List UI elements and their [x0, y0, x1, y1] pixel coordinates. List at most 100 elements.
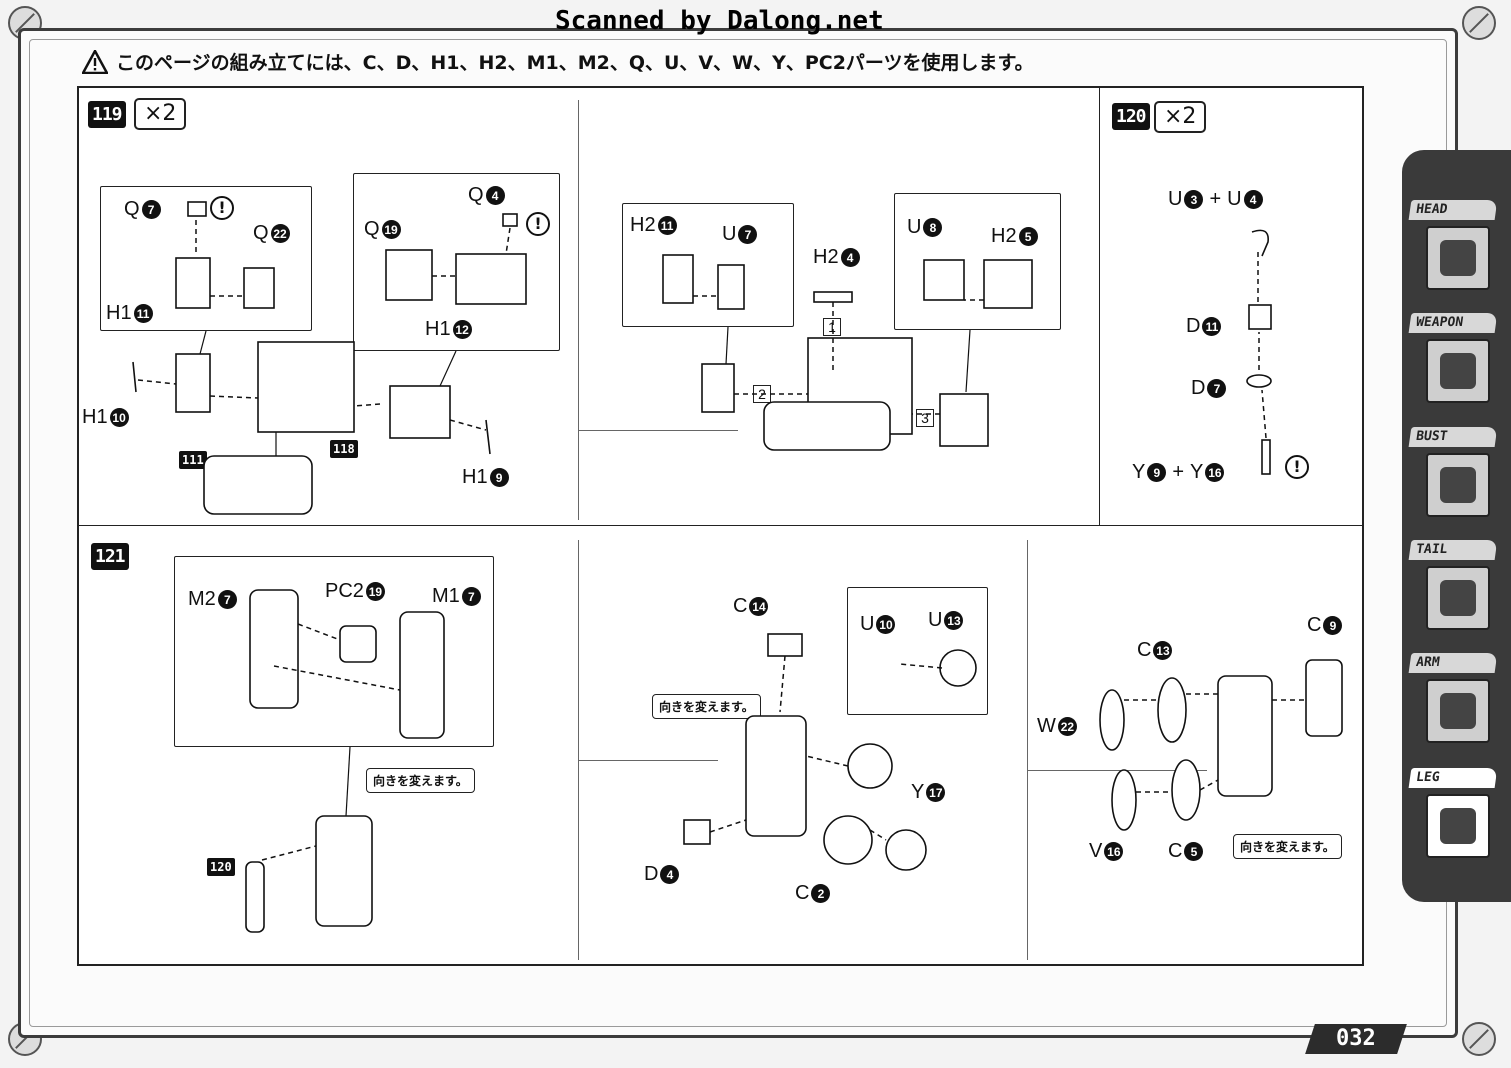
tab-tail[interactable]: TAIL — [1408, 540, 1510, 630]
part-u7 — [717, 264, 745, 310]
part-w22 — [1099, 689, 1125, 751]
part-h2-4 — [813, 291, 853, 303]
tab-label: BUST — [1408, 427, 1498, 447]
tab-arm[interactable]: ARM — [1408, 653, 1510, 743]
part-pc2-19 — [339, 625, 377, 663]
part-m2-7 — [249, 589, 299, 709]
tab-bust[interactable]: BUST — [1408, 427, 1510, 517]
part-h2-11-assembled — [701, 363, 735, 413]
tail-icon — [1426, 566, 1490, 630]
part-h2-5-assembled — [939, 393, 989, 447]
part-leg-center — [745, 715, 807, 837]
part-toes — [763, 401, 891, 451]
corner-bolt-icon — [1462, 1022, 1496, 1056]
tab-weapon[interactable]: WEAPON — [1408, 313, 1510, 403]
ref-tag-118: 118 — [330, 440, 358, 458]
part-u13 — [939, 649, 977, 687]
detail-box-h2-11 — [622, 203, 794, 327]
part-q22 — [243, 267, 275, 309]
substep-divider — [1027, 540, 1028, 960]
tab-label: ARM — [1408, 653, 1498, 673]
part-q7 — [187, 201, 207, 217]
part-y17 — [885, 829, 927, 871]
detail-box-u8 — [894, 193, 1061, 330]
orientation-note: 向きを変えます。 — [652, 694, 761, 719]
orientation-note: 向きを変えます。 — [1233, 834, 1342, 859]
arm-icon — [1426, 679, 1490, 743]
part-v16 — [1111, 769, 1137, 831]
part-c9 — [1305, 659, 1343, 737]
tab-label: WEAPON — [1408, 313, 1498, 333]
part-u3-u4 — [1251, 229, 1269, 257]
corner-bolt-icon — [1462, 6, 1496, 40]
ref-tag-111: 111 — [179, 451, 207, 469]
parts-warning: このページの組み立てには、C、D、H1、H2、M1、M2、Q、U、V、W、Y、P… — [82, 48, 1034, 75]
caution-icon: ! — [1285, 455, 1309, 479]
bust-icon — [1426, 453, 1490, 517]
tab-label: TAIL — [1408, 540, 1498, 560]
part-h1-11 — [175, 257, 211, 309]
part-leg-right — [1217, 675, 1273, 797]
warning-triangle-icon — [82, 49, 108, 74]
part-h1-11-assembled — [175, 353, 211, 413]
dinosaur-head-icon — [1426, 226, 1490, 290]
scan-credit: Scanned by Dalong.net — [555, 6, 884, 36]
part-c2 — [823, 815, 873, 865]
substep-divider — [578, 100, 579, 520]
row-divider — [77, 525, 1364, 526]
part-leg-upper — [257, 341, 355, 433]
step-number-121: 121 — [91, 543, 129, 570]
part-h2-11 — [662, 254, 694, 304]
substep-divider — [578, 430, 738, 431]
step-120-multiplier: ×2 — [1154, 101, 1207, 133]
part-111-feet — [203, 455, 313, 515]
ref-tag-120: 120 — [207, 858, 235, 876]
part-d7 — [1246, 374, 1272, 388]
substep-divider — [578, 760, 718, 761]
step-number-119: 119 — [88, 101, 126, 128]
part-h1-12 — [455, 253, 527, 305]
part-u10 — [847, 743, 893, 789]
tab-head[interactable]: HEAD — [1408, 200, 1510, 290]
page-number: 032 — [1305, 1024, 1407, 1054]
part-d11 — [1248, 304, 1272, 330]
part-h2-5 — [983, 259, 1033, 309]
part-leg-assembly — [315, 815, 373, 927]
part-u8 — [923, 259, 965, 301]
tab-leg[interactable]: LEG — [1408, 768, 1510, 858]
part-c14 — [767, 633, 803, 657]
part-h1-9 — [485, 419, 491, 455]
part-h1-10 — [132, 361, 137, 393]
part-h1-12-assembled — [389, 385, 451, 439]
part-c13 — [1157, 677, 1187, 743]
tab-label: LEG — [1408, 768, 1498, 788]
